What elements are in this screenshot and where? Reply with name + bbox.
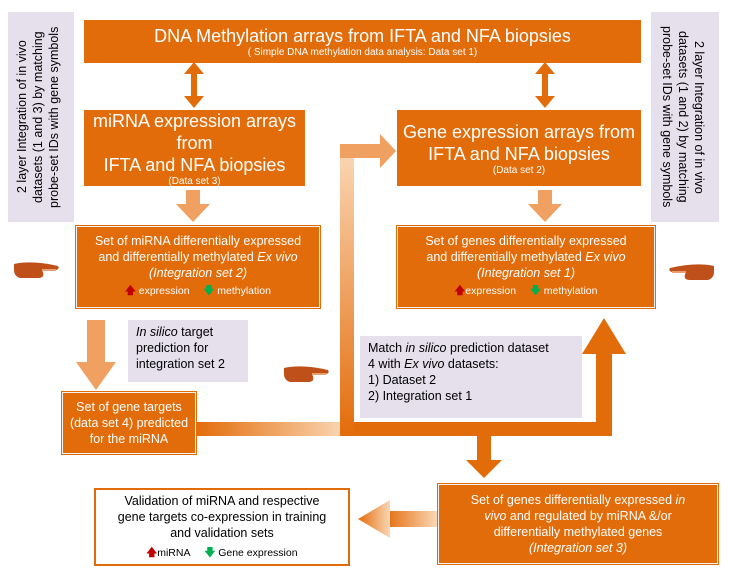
gene-box-subtitle: (Data set 2) [492,164,546,176]
match-note: Match in silico prediction dataset 4 wit… [360,336,582,418]
legend-down-label: methylation [217,285,271,297]
pipe-into-gene-box [340,134,396,168]
up-arrow-icon: 🡅 [125,285,136,297]
pipe-horizontal-right [354,422,612,436]
legend-up-label: expression [465,285,517,297]
targets-line-2: (data set 4) predicted [69,416,189,430]
pipe-vertical-left [340,150,354,436]
match-line-2: 4 with Ex vivo datasets: [368,356,574,372]
gene-set-line-2: and differentially methylated Ex vivo [426,249,625,265]
pointing-hand-icon [666,260,716,287]
gene-set-box: Set of genes differentially expressed an… [396,225,656,309]
mirna-set-legend: 🡅 expression 🡇 methylation [125,283,271,301]
mirna-box-title-2: IFTA and NFA biopsies [103,154,286,175]
final-genes-box: Set of genes differentially expressed in… [437,483,719,565]
down-arrow-icon: 🡇 [204,547,216,559]
match-line-2-prefix: 4 with [368,357,405,371]
arrow-to-final-genes [466,436,502,478]
methylation-box-subtitle: ( Simple DNA methylation data analysis: … [247,47,478,58]
side-right-line-2: datasets (1 and 2) by matching [676,31,690,203]
side-note-left: 2 layer Integration of in vivo datasets … [8,12,74,222]
match-line-4: 2) Integration set 1 [368,389,473,403]
methylation-arrays-box: DNA Methylation arrays from IFTA and NFA… [84,20,641,63]
pointing-hand-icon [282,362,332,389]
mirna-set-line-2-italic: Ex vivo [257,250,298,264]
side-right-line-1: 2 layer Integration of in vivo [692,40,706,194]
insilico-italic: In silico [136,325,178,339]
final-line-1: Set of genes differentially expressed in [471,492,686,508]
match-line-2-italic: Ex vivo [404,357,445,371]
side-right-line-3: probe-set IDs with gene symbols [660,26,674,208]
insilico-line-1-rest: target [177,325,214,339]
gene-box-title-2: IFTA and NFA biopsies [428,143,610,164]
side-left-line-2: datasets (1 and 3) by matching [31,31,45,203]
legend-up-label: expression [138,285,190,297]
insilico-line-1: In silico target [136,324,240,340]
gene-set-legend: 🡅expression 🡇 methylation [455,283,598,301]
targets-line-3: for the miRNA [89,432,169,446]
mirna-set-line-2: and differentially methylated Ex vivo [98,249,297,265]
legend-down-label: methylation [543,285,598,297]
gene-box-title-1: Gene expression arrays from [402,121,636,142]
up-arrow-icon: 🡅 [146,547,158,559]
mirna-set-line-3: (Integration set 2) [149,266,247,280]
match-line-3: 1) Dataset 2 [368,373,437,387]
arrow-to-validation [358,500,437,538]
validation-line-2: gene targets co-expression in training [117,510,327,524]
validation-line-1: Validation of miRNA and respective [124,494,320,508]
side-left-line-3: probe-set IDs with gene symbols [47,26,61,208]
validation-line-3: and validation sets [170,526,274,540]
mirna-box-subtitle: (Data set 3) [168,175,221,187]
match-line-1-rest: prediction dataset [446,341,549,355]
arrow-gene-to-set [528,190,562,222]
match-line-1: Match in silico prediction dataset [368,340,574,356]
side-note-left-text: 2 layer Integration of in vivo datasets … [14,18,62,216]
legend-up-label: miRNA [157,547,191,559]
gene-set-line-2-prefix: and differentially methylated [426,250,586,264]
mirna-arrays-box: miRNA expression arrays from IFTA and NF… [84,110,305,187]
insilico-note: In silico target prediction for integrat… [128,320,248,382]
mirna-set-line-2-prefix: and differentially methylated [98,250,258,264]
insilico-line-2: prediction for [136,341,209,355]
double-arrow-right [535,62,555,108]
pipe-targets-to-gene [196,422,346,436]
gene-set-line-1: Set of genes differentially expressed [425,234,627,248]
double-arrow-left [184,62,204,108]
arrow-mirna-to-set [176,190,210,222]
gene-arrays-box: Gene expression arrays from IFTA and NFA… [397,110,641,186]
validation-box: Validation of miRNA and respective gene … [94,488,350,566]
side-left-line-1: 2 layer Integration of in vivo [15,40,29,194]
up-arrow-icon: 🡅 [454,285,466,297]
validation-legend: 🡅miRNA 🡇 Gene expression [146,545,297,561]
legend-down-label: Gene expression [218,547,298,559]
down-arrow-icon: 🡇 [203,285,215,297]
final-line-4: (Integration set 3) [529,541,627,555]
pointing-hand-icon [12,258,62,285]
match-line-1-italic: in silico [405,341,447,355]
mirna-set-line-1: Set of miRNA differentially expressed [94,234,302,248]
targets-line-1: Set of gene targets [76,400,182,414]
gene-set-line-3: (Integration set 1) [477,266,575,280]
side-note-right-text: 2 layer Integration of in vivo datasets … [659,18,707,216]
insilico-line-3: integration set 2 [136,357,225,371]
big-up-arrow [582,318,626,436]
match-line-2-rest: datasets: [444,357,499,371]
gene-targets-box: Set of gene targets (data set 4) predict… [61,391,197,455]
down-arrow-icon: 🡇 [530,285,541,297]
final-line-1-italic: in [675,493,686,507]
final-line-2: vivo and regulated by miRNA &/or [484,508,672,524]
final-line-3: differentially methylated genes [493,525,663,539]
match-line-1-prefix: Match [368,341,406,355]
mirna-box-title-1: miRNA expression arrays from [92,110,297,153]
mirna-set-box: Set of miRNA differentially expressed an… [75,225,321,309]
side-note-right: 2 layer Integration of in vivo datasets … [651,12,719,222]
final-line-1-prefix: Set of genes differentially expressed [470,493,676,507]
final-line-2-italic: vivo [484,509,507,523]
arrow-set-to-targets [76,320,116,390]
final-line-2-rest: and regulated by miRNA &/or [506,509,672,523]
methylation-box-title: DNA Methylation arrays from IFTA and NFA… [154,26,571,46]
gene-set-line-2-italic: Ex vivo [585,250,626,264]
